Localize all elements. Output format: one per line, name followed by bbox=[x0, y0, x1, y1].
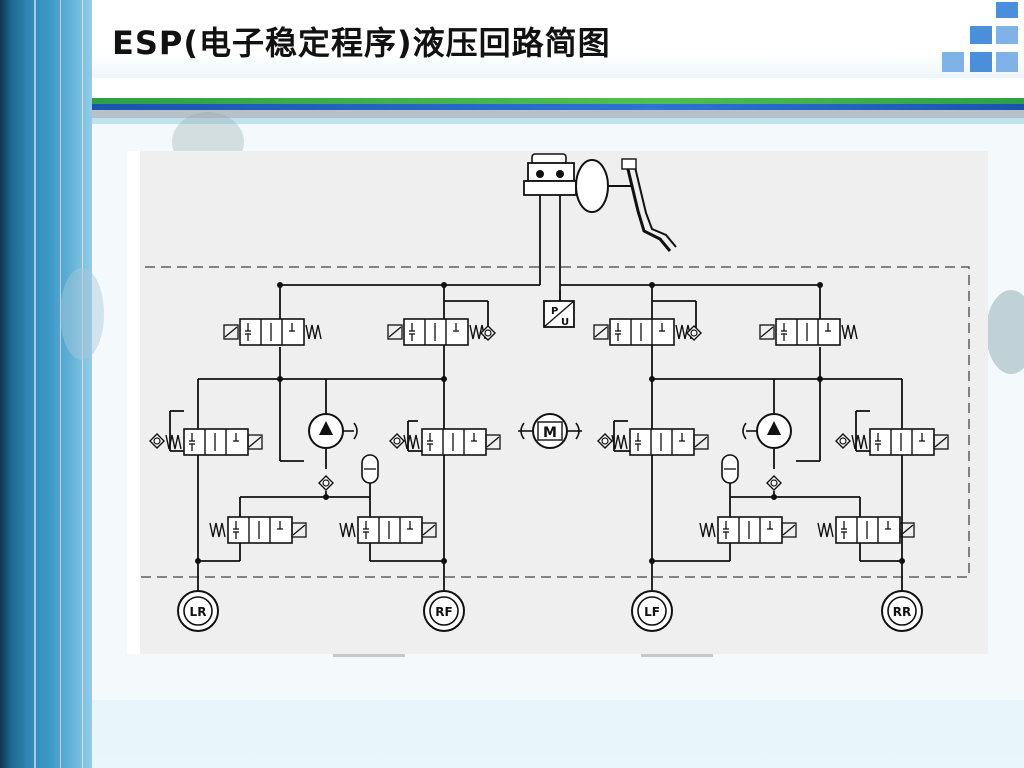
sensor-label-u: U bbox=[561, 317, 569, 328]
wheel-brake-rr: RR bbox=[881, 590, 923, 632]
valves-inlet-top bbox=[223, 318, 858, 346]
diagram-frame-edge bbox=[127, 151, 140, 654]
accumulators bbox=[361, 454, 739, 484]
pump-motor: M bbox=[518, 413, 582, 449]
slide-header bbox=[92, 0, 1024, 78]
decorative-circle bbox=[986, 290, 1024, 374]
wheel-label-lr: LR bbox=[190, 605, 207, 619]
wheel-brake-lr: LR bbox=[177, 590, 219, 632]
decorative-circle bbox=[60, 268, 104, 360]
hydraulic-circuit-svg: P U bbox=[128, 153, 970, 632]
pumps bbox=[308, 413, 792, 491]
left-decorative-band bbox=[0, 0, 92, 768]
wheel-label-rf: RF bbox=[435, 605, 452, 619]
slide-title: ESP(电子稳定程序)液压回路简图 bbox=[112, 24, 611, 62]
band-stripe bbox=[82, 0, 83, 768]
scroll-mark bbox=[641, 654, 713, 657]
motor-label: M bbox=[543, 425, 557, 441]
valves-outlet-bottom bbox=[209, 516, 915, 544]
wheel-label-rr: RR bbox=[893, 605, 911, 619]
wheel-brake-lf: LF bbox=[631, 590, 673, 632]
sensor-label-p: P bbox=[551, 306, 558, 317]
scroll-mark bbox=[333, 654, 405, 657]
band-stripe bbox=[34, 0, 36, 768]
band-stripe bbox=[60, 0, 61, 768]
header-divider-bars bbox=[92, 98, 1024, 118]
wheel-brake-rf: RF bbox=[423, 590, 465, 632]
corner-blocks-decoration bbox=[938, 0, 1024, 78]
master-cylinder-booster bbox=[523, 153, 677, 252]
wheel-label-lf: LF bbox=[644, 605, 660, 619]
pressure-sensor: P U bbox=[543, 291, 575, 328]
esp-hydraulic-diagram: P U bbox=[128, 151, 988, 654]
